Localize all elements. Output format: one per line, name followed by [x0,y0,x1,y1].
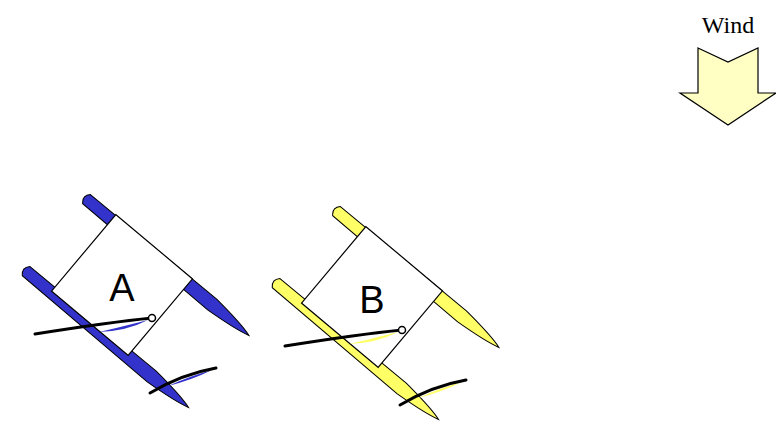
rudder-sail [168,370,212,386]
trampoline [302,227,443,368]
boat-letter: A [109,269,134,307]
catamaran-b [269,204,503,424]
mast [399,327,406,334]
wind-arrow [680,48,776,125]
catamaran-a [19,192,253,413]
trampoline-a: A [51,214,193,356]
wind-label: Wind [702,12,754,39]
rudder [400,380,466,405]
trampoline-b: B [301,226,443,368]
boom [285,330,402,346]
boat-letter: B [359,281,384,319]
boom [35,318,152,334]
rudder [150,368,216,393]
rudder-sail [418,382,462,398]
trampoline [52,215,193,356]
mast [149,315,156,322]
